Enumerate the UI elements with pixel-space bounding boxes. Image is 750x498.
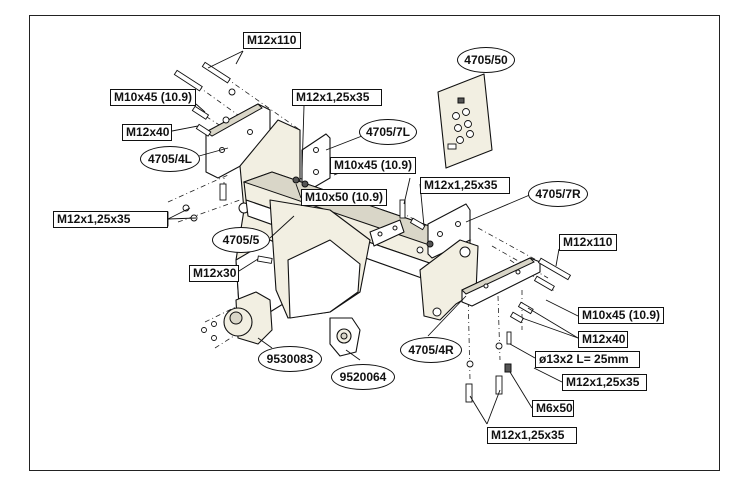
part-bracket-4705-4r: 4705/4R (400, 337, 462, 363)
label-pin: ø13x2 L= 25mm (535, 351, 640, 368)
drawing-frame (29, 15, 720, 471)
towball (201, 291, 273, 345)
label-left-m12x40: M12x40 (122, 124, 172, 141)
part-towball-9530083: 9530083 (258, 346, 322, 372)
part-crossbar-4705-5: 4705/5 (212, 227, 270, 253)
leader-lines (167, 50, 579, 425)
socket (329, 317, 361, 357)
part-kit-4705-50: 4705/50 (457, 47, 515, 73)
kit-card (437, 73, 493, 169)
center-plate (369, 219, 405, 247)
part-bracket-4705-4l: 4705/4L (140, 146, 200, 172)
label-right-m10x45: M10x45 (10.9) (578, 307, 664, 324)
label-left-m10x45: M10x45 (10.9) (110, 89, 196, 106)
center-body (269, 199, 371, 319)
label-m6x50: M6x50 (532, 400, 574, 417)
part-plate-4705-7r: 4705/7R (528, 181, 588, 207)
bracket-right (461, 257, 541, 307)
label-m12x30: M12x30 (189, 265, 239, 282)
label-right-m12x40: M12x40 (578, 331, 628, 348)
label-right-m12x125x35: M12x1,25x35 (420, 177, 510, 194)
label-right2-m12x125x35: M12x1,25x35 (562, 374, 647, 391)
label-bottom-m12x125x35: M12x1,25x35 (487, 427, 577, 444)
label-right-m12x110: M12x110 (559, 234, 617, 251)
label-top-m12x110: M12x110 (243, 32, 301, 49)
label-m10x45-center: M10x45 (10.9) (330, 157, 416, 174)
label-m10x50: M10x50 (10.9) (301, 189, 387, 206)
label-left-m12x125x35: M12x1,25x35 (53, 211, 168, 228)
part-plate-4705-7l: 4705/7L (359, 119, 417, 145)
label-center-m12x125x35: M12x1,25x35 (292, 89, 382, 106)
part-socket-9520064: 9520064 (331, 364, 395, 390)
bolts-right (399, 199, 572, 403)
